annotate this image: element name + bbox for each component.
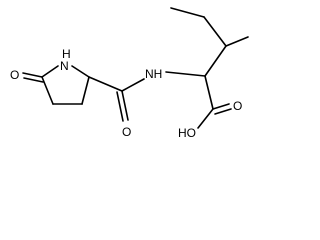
bond-ring-c4-c5 — [41, 76, 54, 105]
bond-amide-carbon-nh — [121, 78, 145, 92]
bond-alpha-carboxyl — [204, 75, 214, 110]
bond-ring-c2-c3 — [81, 76, 90, 105]
bond-nh-alpha-carbon — [165, 71, 206, 77]
bond-beta-ch2 — [203, 16, 227, 47]
bond-ch2-ch3 — [170, 7, 205, 18]
atom-ring-nitrogen-hydrogen: H — [62, 47, 71, 61]
bond-carboxyl-carbonyl-2 — [214, 108, 232, 115]
bond-beta-methyl — [225, 36, 249, 47]
atom-amide-nitrogen: NH — [145, 67, 162, 81]
bond-carboxyl-hydroxyl — [197, 108, 214, 129]
atom-acid-hydroxyl: HO — [178, 126, 196, 140]
bond-alpha-beta — [204, 45, 227, 77]
atom-ring-nitrogen: N — [60, 59, 69, 73]
bond-ring-carbonyl-1 — [22, 72, 43, 78]
bond-ring-n-c2 — [71, 65, 90, 78]
bond-carboxyl-carbonyl-1 — [212, 103, 230, 110]
bond-amide-carbonyl-1 — [121, 90, 129, 121]
bond-c2-amide-carbon — [88, 76, 123, 92]
bond-amide-carbonyl-2 — [116, 91, 124, 122]
atom-amide-oxygen: O — [122, 125, 131, 139]
bond-ring-c5-n — [41, 65, 59, 78]
bond-ring-carbonyl-2 — [23, 77, 44, 83]
atom-acid-carbonyl-oxygen: O — [233, 99, 242, 113]
atom-ring-carbonyl-oxygen: O — [10, 68, 19, 82]
chemical-structure-diagram: O N H NH O O HO — [10, 7, 249, 140]
